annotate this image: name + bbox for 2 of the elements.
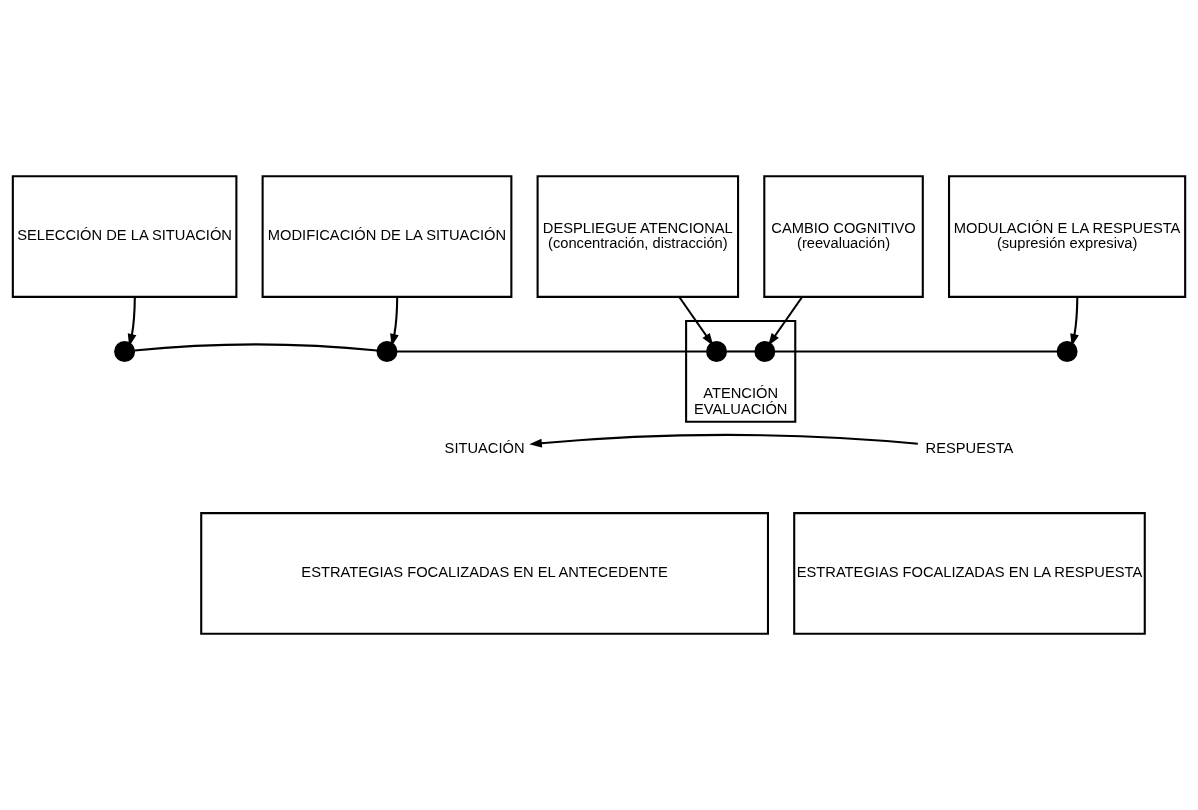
node-text: SITUACIÓN (444, 439, 525, 456)
node-text: RESPUESTA (925, 439, 1014, 456)
